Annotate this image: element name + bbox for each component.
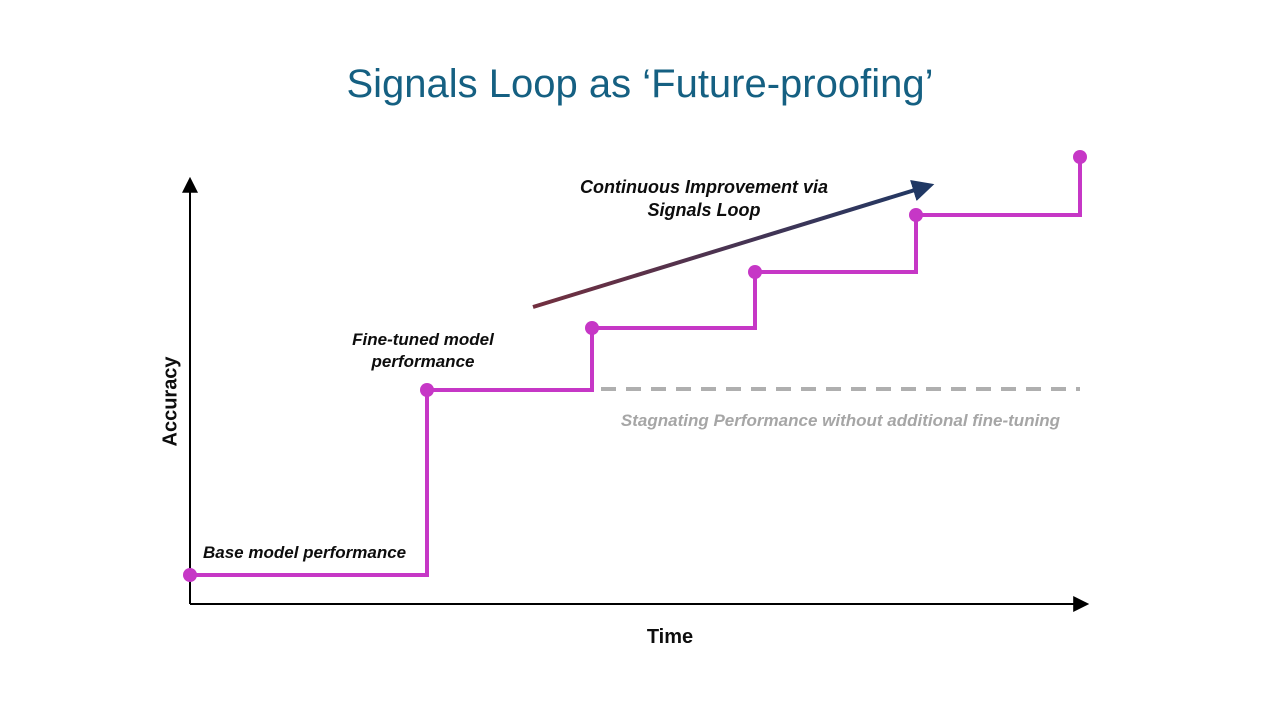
continuous-improvement-label: Continuous Improvement via Signals Loop bbox=[579, 177, 829, 221]
step-dot bbox=[183, 568, 197, 582]
step-dot bbox=[1073, 150, 1087, 164]
stagnating-performance-label: Stagnating Performance without additiona… bbox=[620, 411, 1061, 430]
improvement-arrow bbox=[532, 179, 935, 309]
slide-title: Signals Loop as ‘Future-proofing’ bbox=[346, 62, 934, 106]
step-dot bbox=[748, 265, 762, 279]
step-dot bbox=[585, 321, 599, 335]
base-model-performance-label: Base model performance bbox=[203, 543, 407, 562]
y-axis-label: Accuracy bbox=[159, 356, 182, 447]
step-dot bbox=[420, 383, 434, 397]
performance-step-line bbox=[190, 157, 1082, 577]
x-axis-label: Time bbox=[646, 626, 694, 648]
step-dot bbox=[909, 208, 923, 222]
fine-tuned-performance-label: Fine-tuned model performance bbox=[352, 330, 494, 372]
